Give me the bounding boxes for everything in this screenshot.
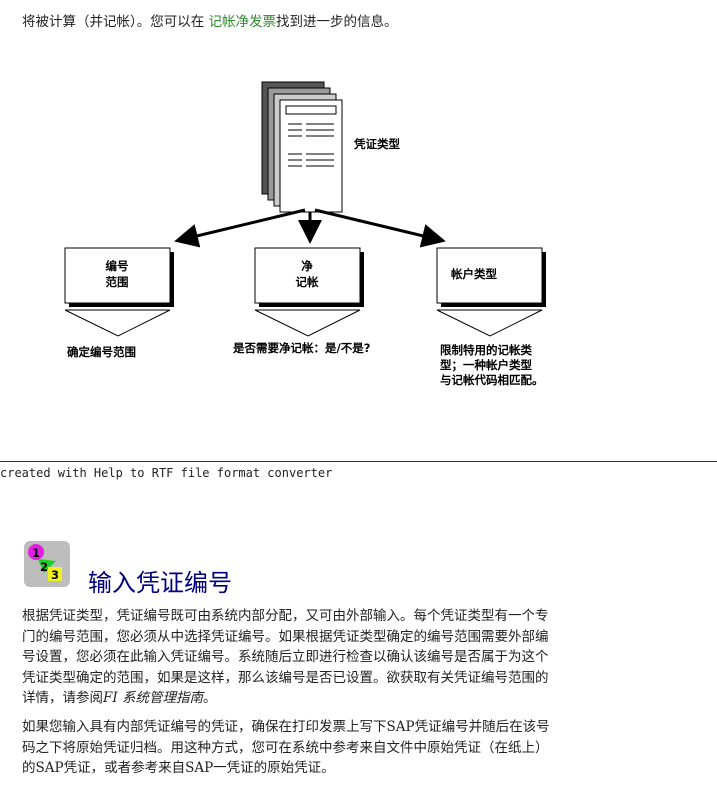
document-stack-icon: [261, 81, 343, 213]
box-label: 记帐: [296, 275, 319, 289]
document-type-diagram: 凭证类型 编号范围 确定编号范围 净记帐 是否需要净记帐：是/不是? 帐户类型 …: [64, 81, 546, 387]
arrows: [174, 208, 446, 248]
fi-admin-guide-ref: FI 系统管理指南: [103, 690, 203, 706]
box-label: 帐户类型: [451, 267, 497, 281]
paragraph-line: 凭证类型确定的范围，如果是这样，那么该编号是否已设置。欲获取有关凭证编号范围的: [22, 669, 549, 686]
box-label: 净: [301, 259, 313, 273]
paragraph-line: 的SAP凭证，或者参考来自SAP一凭证的原始凭证。: [22, 760, 335, 776]
paragraph-line: 根据凭证类型，凭证编号既可由系统内部分配，又可由外部输入。每个凭证类型有一个专: [22, 608, 549, 624]
paragraph-line: 门的编号范围，您必须从中选择凭证编号。如果根据凭证类型确定的编号范围需要外部编: [22, 628, 549, 645]
step-digit: 3: [51, 568, 59, 582]
net-invoice-posting-link[interactable]: 记帐净发票: [208, 14, 277, 30]
step-digit: 1: [32, 546, 40, 560]
step-digit: 2: [40, 560, 48, 574]
doc-type-label: 凭证类型: [353, 137, 400, 151]
paragraph-line: 码之下将原始凭证归档。用这种方式，您可在系统中参考来自文件中原始凭证（在纸上）: [22, 739, 549, 756]
box-caption: 限制特用的记帐类: [440, 343, 532, 357]
section-title: 输入凭证编号: [88, 569, 232, 597]
divider: [0, 461, 717, 462]
box-label: 范围: [106, 275, 129, 289]
box-caption: 型；一种帐户类型: [440, 358, 532, 372]
box-caption: 与记帐代码相匹配。: [440, 373, 544, 387]
box-label: 编号: [106, 259, 129, 273]
box-number-range: 编号范围 确定编号范围: [64, 247, 174, 359]
intro-text: 将被计算（并记帐）。您可以在 记帐净发票找到进一步的信息。: [22, 14, 398, 30]
paragraph-line: 号设置，您必须在此输入凭证编号。系统随后立即进行检查以确认该编号是否属于为这个: [22, 649, 549, 665]
paragraph-2: 如果您输入具有内部凭证编号的凭证，确保在打印发票上写下SAP凭证编号并随后在该号…: [22, 717, 702, 779]
box-caption: 确定编号范围: [67, 345, 136, 359]
footer-note: created with Help to RTF file format con…: [0, 466, 333, 480]
box-caption: 是否需要净记帐：是/不是?: [232, 341, 370, 355]
paragraph-line: 详情，请参阅FI 系统管理指南。: [22, 690, 217, 706]
paragraph-1: 根据凭证类型，凭证编号既可由系统内部分配，又可由外部输入。每个凭证类型有一个专门…: [22, 606, 702, 709]
box-net-posting: 净记帐 是否需要净记帐：是/不是?: [232, 247, 370, 355]
paragraph-line: 如果您输入具有内部凭证编号的凭证，确保在打印发票上写下SAP凭证编号并随后在该号: [22, 719, 550, 735]
